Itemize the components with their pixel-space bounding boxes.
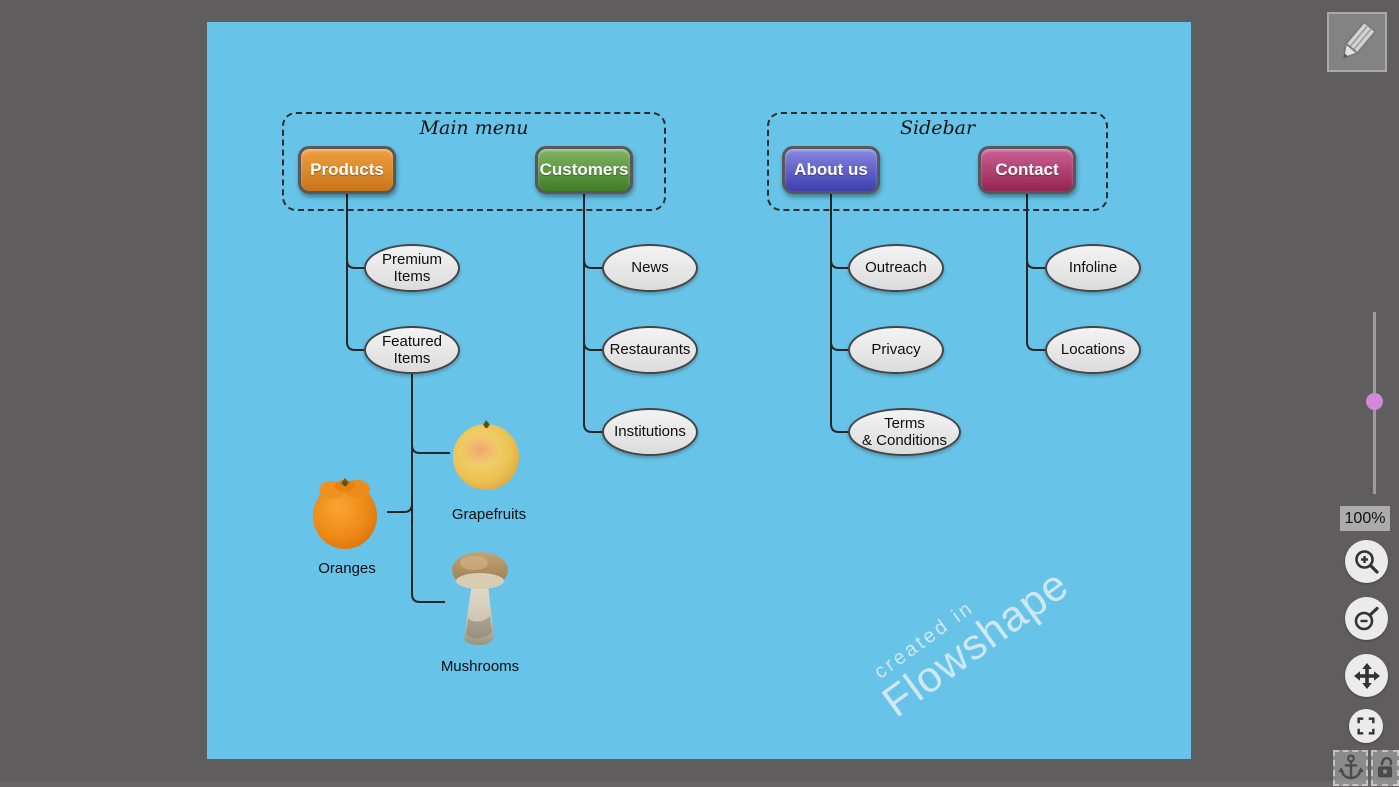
node-outreach[interactable]: Outreach [848,244,944,292]
anchor-lock-button[interactable] [1333,750,1368,786]
node-terms-conditions[interactable]: Terms & Conditions [848,408,961,456]
node-privacy[interactable]: Privacy [848,326,944,374]
contact-button-label: Contact [995,160,1059,179]
pan-button[interactable] [1345,654,1388,697]
node-infoline-label: Infoline [1068,259,1118,277]
node-featured-items-label: Featured Items [381,332,443,367]
group-sidebar-title: Sidebar [899,117,976,139]
anchor-icon [1337,754,1364,780]
about-us-button-label: About us [794,160,868,179]
oranges-label: Oranges [318,560,376,577]
unlock-button[interactable] [1371,750,1399,786]
node-news-label: News [631,259,669,277]
mushrooms-label: Mushrooms [440,658,520,675]
zoom-out-icon [1354,606,1379,630]
zoom-slider-thumb[interactable] [1366,393,1383,410]
unlock-icon [1377,757,1393,778]
zoom-out-button[interactable] [1345,597,1388,640]
group-sidebar[interactable]: Sidebar [767,112,1108,211]
zoom-in-icon [1354,549,1379,574]
zoom-in-button[interactable] [1345,540,1388,583]
pan-icon [1353,662,1380,689]
contact-button[interactable]: Contact [978,146,1076,194]
customers-button-label: Customers [539,160,629,179]
zoom-level-badge: 100% [1340,506,1390,531]
node-news[interactable]: News [602,244,698,292]
node-infoline[interactable]: Infoline [1045,244,1141,292]
node-restaurants-label: Restaurants [609,341,691,359]
node-terms-conditions-label: Terms & Conditions [861,414,948,449]
customers-button[interactable]: Customers [535,146,633,194]
node-premium-items-label: Premium Items [381,250,442,285]
mushroom-image[interactable] [448,548,513,648]
products-button[interactable]: Products [298,146,396,194]
fullscreen-button[interactable] [1349,709,1383,743]
node-institutions[interactable]: Institutions [602,408,698,456]
diagram-canvas[interactable]: Main menu Sidebar Products Customers Abo… [207,22,1191,759]
node-restaurants[interactable]: Restaurants [602,326,698,374]
node-institutions-label: Institutions [614,423,686,441]
about-us-button[interactable]: About us [782,146,880,194]
node-featured-items[interactable]: Featured Items [364,326,460,374]
group-main-menu[interactable]: Main menu [282,112,666,211]
pencil-icon [1342,20,1377,60]
grapefruits-label: Grapefruits [451,506,527,523]
grapefruit-image[interactable] [450,420,523,490]
fullscreen-icon [1357,717,1375,735]
node-privacy-label: Privacy [871,341,921,359]
products-button-label: Products [310,160,384,179]
group-main-menu-title: Main menu [419,117,529,139]
bottom-edge [0,781,1399,787]
node-premium-items[interactable]: Premium Items [364,244,460,292]
node-locations[interactable]: Locations [1045,326,1141,374]
connector-lines [346,194,1045,603]
node-locations-label: Locations [1060,341,1126,359]
node-outreach-label: Outreach [865,259,927,277]
edit-tool-button[interactable] [1327,12,1387,72]
orange-image[interactable] [312,474,378,550]
